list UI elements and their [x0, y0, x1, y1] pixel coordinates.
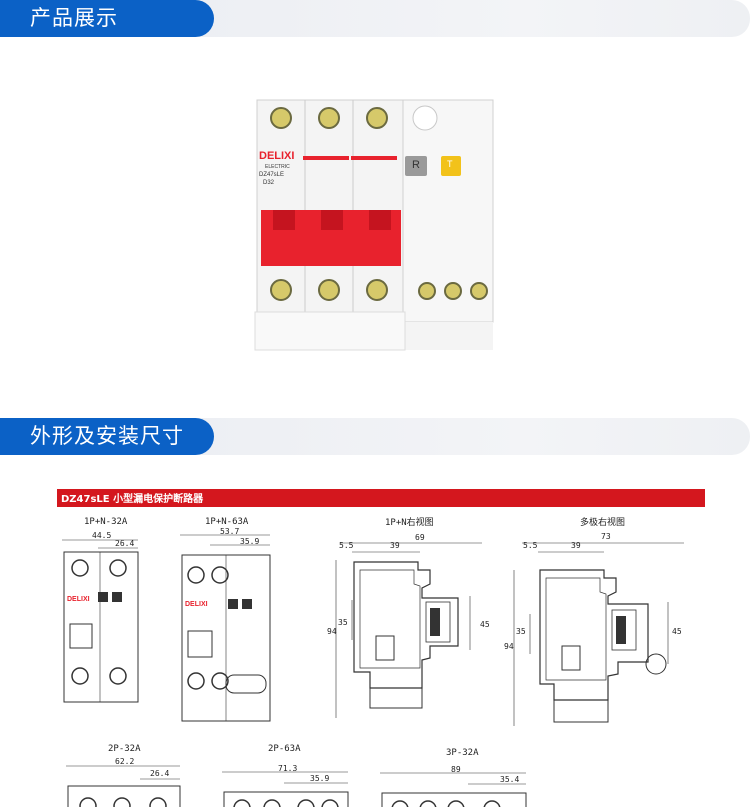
- drawing1-width-part: 26.4: [115, 539, 135, 548]
- test-button-label: T: [447, 159, 453, 169]
- breaker-illustration: [254, 99, 494, 351]
- drawing-multipole-right-view: [513, 542, 684, 726]
- drawing-title-3: 1P+N右视图: [385, 518, 434, 528]
- drawing3-h1: 94: [327, 627, 337, 636]
- drawing-title-5: 2P-32A: [108, 744, 141, 754]
- drawing-1P-N-right-view: [335, 542, 482, 718]
- drawing-title-1: 1P+N-32A: [84, 517, 128, 527]
- drawing6-width-part: 35.9: [310, 774, 330, 783]
- drawing1-brand: DELIXI: [67, 596, 90, 603]
- drawing3-h2: 35: [338, 618, 348, 627]
- drawing3-b: 39: [390, 541, 400, 550]
- drawing-title-4: 多极右视图: [580, 518, 626, 528]
- product-photo: DELIXI ELECTRIC DZ47sLE D32 R T: [254, 99, 495, 351]
- spec-header-bar: DZ47sLE 小型漏电保护断路器: [57, 489, 705, 507]
- drawing2-width-total: 53.7: [220, 527, 240, 536]
- rating-label: D32: [263, 180, 275, 186]
- bottom-terminals: [270, 279, 488, 301]
- drawing7-width-total: 89: [451, 765, 461, 774]
- drawing-title-7: 3P-32A: [446, 748, 479, 758]
- drawing-3P-32A: [380, 772, 527, 807]
- drawing-1P-N-63A: [180, 534, 271, 722]
- section-title-dimensions: 外形及安装尺寸: [0, 418, 214, 455]
- drawing4-b: 39: [571, 541, 581, 550]
- drawing-1P-N-32A: [62, 539, 139, 703]
- brand-logo: DELIXI: [259, 150, 295, 162]
- drawing1-width-total: 44.5: [92, 531, 112, 540]
- drawing-2P-32A: [66, 765, 181, 807]
- section-header-product: 产品展示: [0, 0, 750, 37]
- drawing4-c: 73: [601, 532, 611, 541]
- drawing3-c: 69: [415, 533, 425, 542]
- brand-sub: ELECTRIC: [265, 164, 290, 170]
- drawing4-a: 5.5: [523, 541, 538, 550]
- drawing5-width-part: 26.4: [150, 769, 170, 778]
- drawing2-width-part: 35.9: [240, 537, 260, 546]
- drawing5-width-total: 62.2: [115, 757, 135, 766]
- drawing7-width-part: 35.4: [500, 775, 520, 784]
- model-label: DZ47sLE: [259, 172, 285, 178]
- section-title-product: 产品展示: [0, 0, 214, 37]
- drawing3-h3: 45: [480, 620, 490, 629]
- top-terminals: [270, 105, 438, 131]
- reset-button-label: R: [412, 159, 420, 171]
- drawing6-width-total: 71.3: [278, 764, 298, 773]
- drawing4-h1: 94: [504, 642, 514, 651]
- drawing4-h2: 35: [516, 627, 526, 636]
- drawing4-h3: 45: [672, 627, 682, 636]
- drawing-title-2: 1P+N-63A: [205, 517, 249, 527]
- drawing2-brand: DELIXI: [185, 601, 208, 608]
- spec-header-text: DZ47sLE 小型漏电保护断路器: [61, 494, 204, 505]
- section-header-dimensions: 外形及安装尺寸: [0, 418, 750, 455]
- drawing-title-6: 2P-63A: [268, 744, 301, 754]
- drawing3-a: 5.5: [339, 541, 354, 550]
- drawing-2P-63A: [222, 771, 349, 807]
